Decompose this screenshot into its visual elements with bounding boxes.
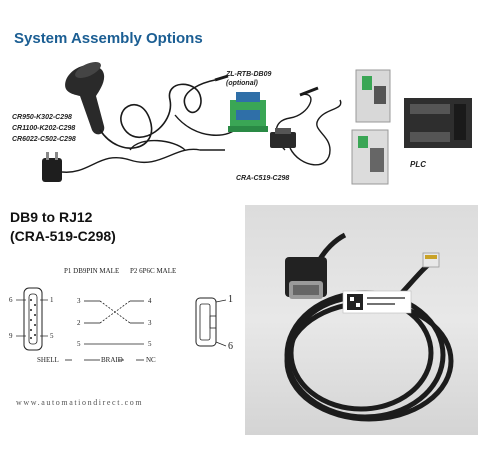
cable-label-tag (342, 290, 412, 314)
p1-label: P1 DB9PIN MALE (64, 267, 120, 275)
cable-photo-drawing (284, 232, 454, 422)
cable-title-line1: DB9 to RJ12 (10, 209, 93, 225)
wire-right-3: 3 (148, 319, 152, 327)
braid-label: BRAID (101, 356, 123, 364)
assembly-illustration (42, 61, 472, 185)
terminal-block-model: ZL-RTB-DB09 (226, 71, 272, 78)
barcode-scanner (65, 61, 105, 135)
rj12-plug-photo (422, 252, 440, 268)
wire-left-3: 3 (77, 297, 81, 305)
cable-product-photo (245, 205, 478, 435)
scanner-model-1: CR950-K302-C298 (12, 114, 72, 121)
plc-unit (404, 98, 472, 148)
db9-pin-outline (16, 287, 48, 351)
controller-module-bottom (351, 129, 389, 185)
db9-pin-6: 6 (9, 296, 13, 304)
wire-lines (65, 300, 144, 361)
terminal-block-note: (optional) (226, 80, 258, 87)
db9-cable (289, 99, 342, 166)
wire-right-4: 4 (148, 297, 152, 305)
cable-spec-title: DB9 to RJ12 (CRA-519-C298) (10, 208, 116, 246)
plc-label: PLC (410, 160, 426, 169)
db9-pin-5: 5 (50, 332, 54, 340)
scanner-model-3: CR6022-C502-C298 (12, 136, 76, 143)
db9-pin-9: 9 (9, 332, 13, 340)
wire-right-5: 5 (148, 340, 152, 348)
page-title: System Assembly Options (14, 30, 203, 47)
power-adapter (42, 152, 62, 182)
cable-model-label: CRA-C519-C298 (236, 175, 290, 182)
wire-left-5: 5 (77, 340, 81, 348)
cable-title-line2: (CRA-519-C298) (10, 228, 116, 244)
nc-label: NC (146, 356, 156, 364)
db9-connector (270, 128, 296, 148)
db9-pin-1: 1 (50, 296, 54, 304)
wire-left-2: 2 (77, 319, 81, 327)
p2-label: P2 6P6C MALE (130, 267, 177, 275)
controller-module-top (355, 69, 391, 123)
terminal-block (228, 92, 268, 132)
rj-pin-6: 6 (228, 341, 233, 352)
rj-pin-1: 1 (228, 294, 233, 305)
power-cable (61, 148, 225, 173)
website-url: www.automationdirect.com (16, 398, 144, 407)
db9-head-photo (285, 257, 327, 299)
scanner-cable (99, 79, 216, 149)
scanner-model-2: CR1100-K202-C298 (12, 125, 76, 132)
rj12-pin-outline (195, 297, 227, 347)
shell-label: SHELL (37, 356, 59, 364)
wiring-diagram (16, 287, 227, 361)
usb-connector (214, 74, 229, 82)
